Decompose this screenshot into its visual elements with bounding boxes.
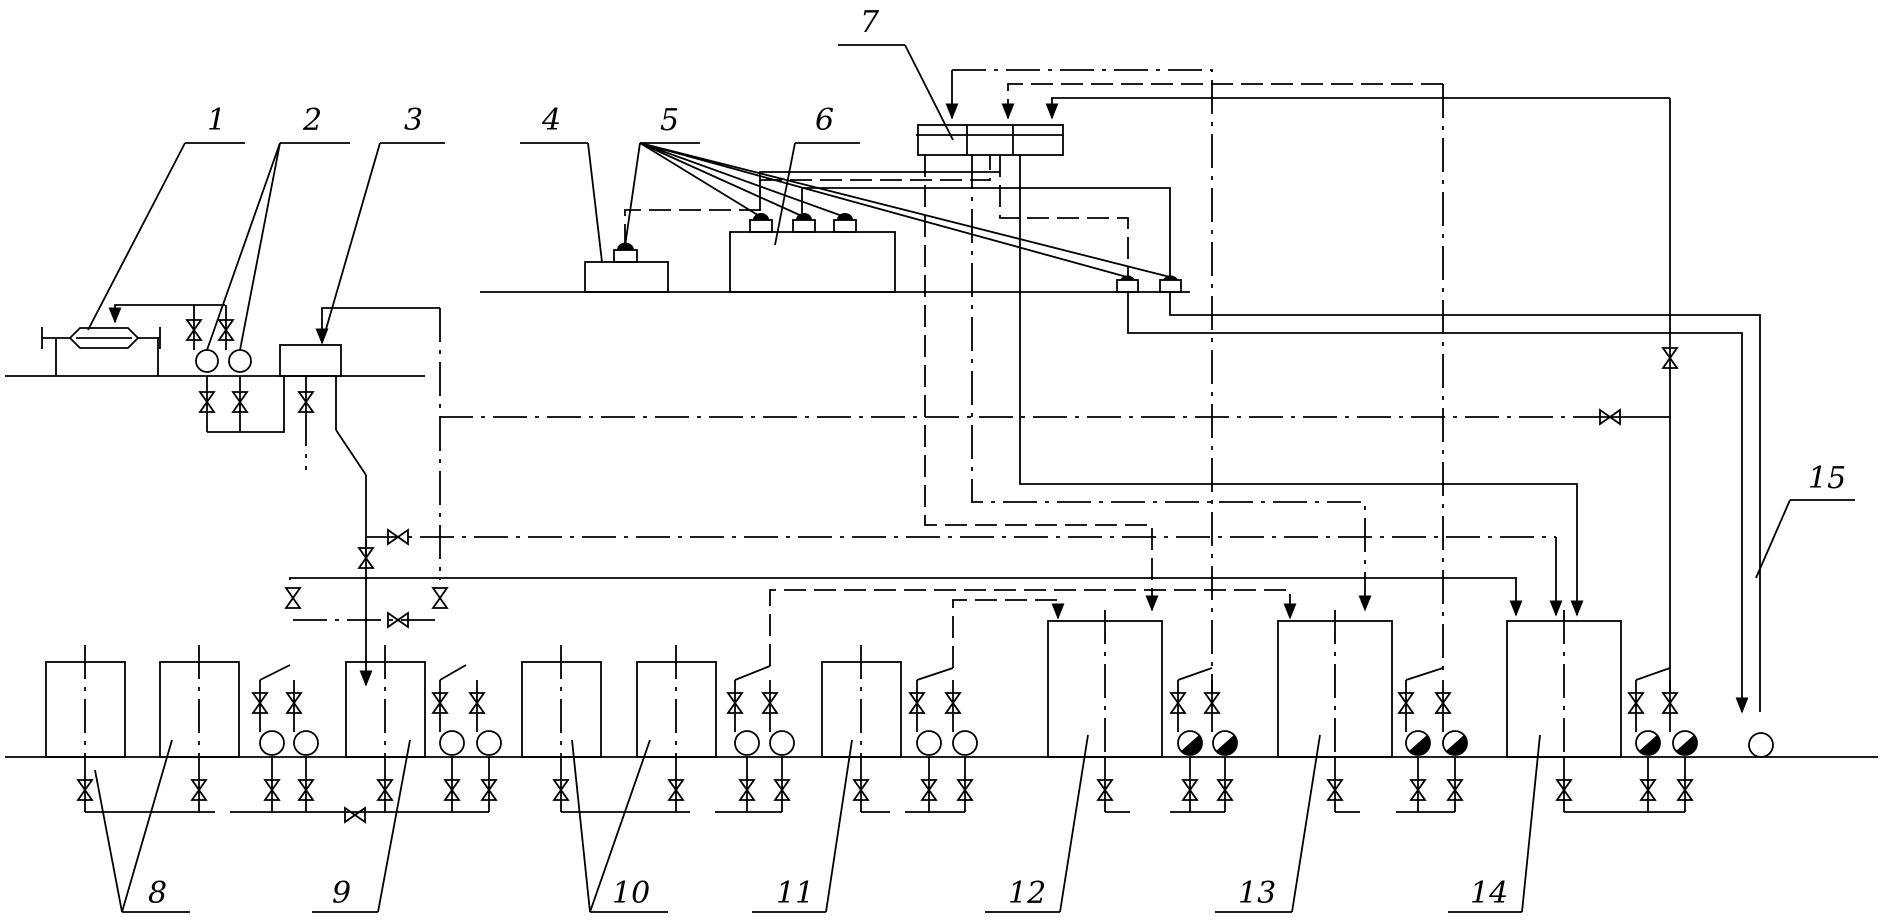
- pump-pairs: [252, 664, 1774, 758]
- tanks-bottom: [45, 610, 1622, 758]
- callout-2: 2: [302, 103, 322, 138]
- callout-5: 5: [660, 103, 679, 138]
- callout-labels: 1 2 3 4 5 6 7 8 9 10 11 12 13 14 15: [148, 5, 1846, 911]
- callout-1: 1: [207, 103, 226, 138]
- callout-14: 14: [1470, 876, 1508, 911]
- callout-8: 8: [148, 876, 167, 911]
- callout-3: 3: [404, 103, 423, 138]
- callout-leaders: [87, 44, 1855, 913]
- equipment-1-filter: [41, 304, 225, 376]
- equipment-3-tank: [279, 307, 440, 476]
- callout-9: 9: [332, 876, 351, 911]
- floor-lines: [5, 291, 1878, 758]
- trunk-lines: [285, 308, 1670, 687]
- callout-13: 13: [1238, 876, 1276, 911]
- callout-10: 10: [612, 876, 650, 911]
- callout-15: 15: [1808, 461, 1846, 496]
- callout-6: 6: [815, 103, 834, 138]
- sensors-5: [624, 142, 1182, 293]
- equipment-6-unit: [729, 213, 896, 293]
- equipment-4-unit: [584, 242, 669, 293]
- equipment-7-controller: [916, 124, 1064, 156]
- equipment-2-pumps: [186, 305, 285, 433]
- signal-lines-top: [624, 155, 1761, 714]
- callout-7: 7: [860, 5, 880, 40]
- callout-12: 12: [1008, 876, 1046, 911]
- callout-11: 11: [776, 876, 814, 911]
- controller-output-lines: [924, 155, 1584, 617]
- callout-4: 4: [541, 103, 561, 138]
- controller-feedback-lines: [945, 69, 1678, 693]
- drain-manifolds: [77, 757, 1693, 823]
